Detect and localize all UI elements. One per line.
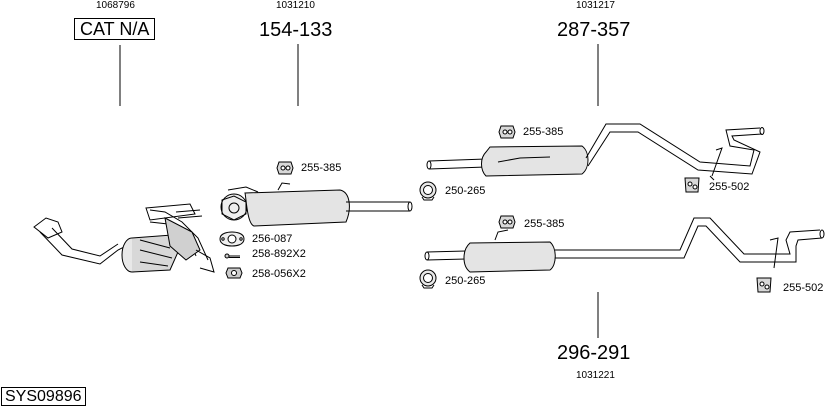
clamp-lower-label: 250-265 [445, 275, 486, 287]
mount-upper-label: 255-502 [709, 181, 750, 193]
gasket-label: 256-087 [252, 233, 293, 245]
hanger-rear-lower-label: 255-385 [524, 218, 565, 230]
gasket-icon [219, 231, 245, 247]
rear-lower-part-number: 296-291 [557, 342, 631, 364]
bolt-label: 258-892X2 [252, 248, 306, 260]
clamp-icon-lower [419, 269, 437, 289]
clamp-upper-label: 250-265 [445, 185, 486, 197]
hanger-front-label: 255-385 [301, 162, 342, 174]
rear-silencer-lower-part [424, 217, 825, 273]
nut-label: 258-056X2 [252, 268, 306, 280]
rear-silencer-upper-part [426, 123, 765, 181]
bolt-icon [224, 253, 240, 259]
front-pipe-part-number: 154-133 [259, 19, 333, 41]
hanger-rear-upper-label: 255-385 [523, 126, 564, 138]
nut-icon [225, 267, 243, 279]
hanger-icon-front [276, 161, 294, 175]
catalyst-ref: 1068796 [96, 0, 135, 11]
rear-upper-part-number: 287-357 [557, 19, 631, 41]
mount-icon-lower [756, 277, 772, 293]
hanger-icon-rear-upper [498, 125, 516, 139]
clamp-icon-upper [419, 181, 437, 201]
hanger-icon-rear-lower [498, 215, 516, 229]
mount-icon-upper [684, 177, 700, 193]
rear-lower-ref: 1031221 [576, 370, 615, 381]
mount-lower-label: 255-502 [783, 282, 824, 294]
catalyst-label: CAT N/A [74, 18, 156, 40]
catalytic-converter-part [33, 203, 215, 273]
system-code-badge: SYS09896 [1, 387, 86, 406]
rear-upper-ref: 1031217 [576, 0, 615, 11]
front-pipe-part [220, 182, 413, 227]
front-pipe-ref: 1031210 [276, 0, 315, 11]
